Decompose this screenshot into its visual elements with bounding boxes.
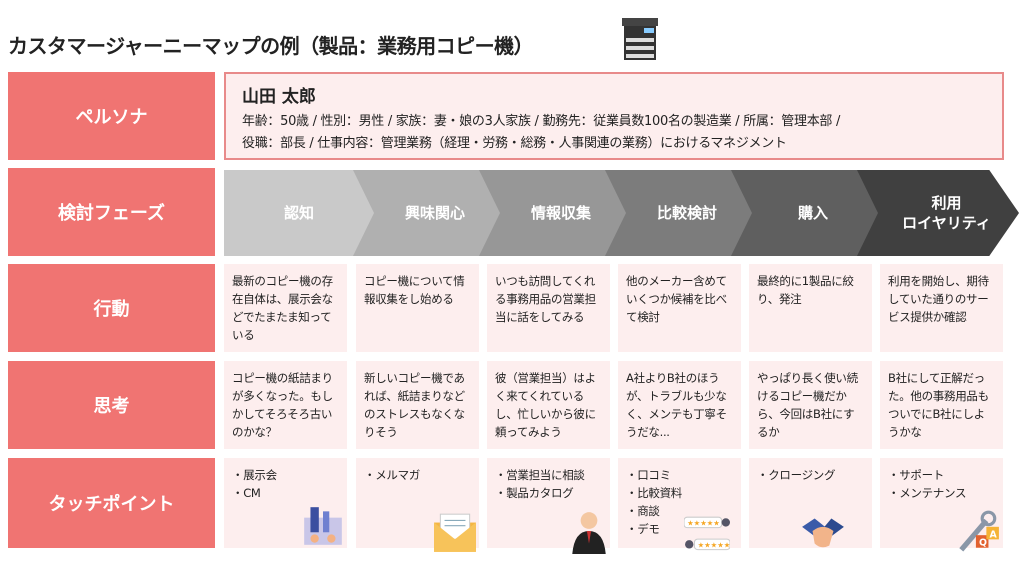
row-label-action: 行動: [8, 264, 215, 352]
action-cell: 最新のコピー機の存在自体は、展示会などでたまたま知っている: [224, 264, 347, 352]
copier-icon: [622, 18, 658, 60]
thought-cell: 新しいコピー機であれば、紙詰まりなどのストレスもなくなりそう: [356, 361, 479, 449]
thought-cell: 彼（営業担当）はよく来てくれているし、忙しいから彼に頼ってみよう: [487, 361, 610, 449]
action-cell: コピー機について情報収集をし始める: [356, 264, 479, 352]
row-label-phase: 検討フェーズ: [8, 168, 215, 256]
persona-card: 山田 太郎 年齢：50歳 / 性別：男性 / 家族：妻・娘の3人家族 / 勤務先…: [224, 72, 1004, 160]
action-cell: 他のメーカー含めていくつか候補を比べて検討: [618, 264, 741, 352]
phase-label: 認知: [283, 204, 314, 222]
thought-cell: A社よりB社のほうが、トラブルも少なく、メンテも丁寧そうだな...: [618, 361, 741, 449]
handshake-icon: [802, 518, 844, 548]
phase-label: 比較検討: [656, 204, 717, 222]
page-title: カスタマージャーニーマップの例（製品：業務用コピー機）: [8, 34, 534, 58]
phase-label: 情報収集: [530, 204, 591, 222]
action-cell: いつも訪問してくれる事務用品の営業担当に話をしてみる: [487, 264, 610, 352]
touchpoint-cell: ・口コミ ・比較資料 ・商談 ・デモ: [618, 458, 741, 548]
support-tools-icon: QA: [959, 510, 999, 552]
row-label-persona: ペルソナ: [8, 72, 215, 160]
persona-name: 山田 太郎: [242, 87, 316, 107]
action-cell: 最終的に1製品に絞り、発注: [749, 264, 872, 352]
phase-4: 比較検討: [602, 170, 752, 256]
persona-line-1: 年齢：50歳 / 性別：男性 / 家族：妻・娘の3人家族 / 勤務先：従業員数1…: [242, 114, 841, 129]
phase-2: 興味関心: [350, 170, 500, 256]
exhibition-icon: [304, 507, 342, 545]
row-label-thought: 思考: [8, 361, 215, 449]
a-badge: A: [990, 529, 998, 540]
thought-cell: B社にして正解だった。他の事務用品もついでにB社にしようかな: [880, 361, 1003, 449]
phase-label: 興味関心: [404, 204, 465, 222]
phase-label: 購入: [797, 204, 828, 222]
phase-5: 購入: [728, 170, 878, 256]
phase-label: 利用 ロイヤリティ: [902, 194, 991, 232]
svg-text:★★★★★: ★★★★★: [698, 541, 730, 550]
mail-icon: [434, 513, 476, 552]
salesperson-icon: [572, 512, 606, 554]
phase-3: 情報収集: [476, 170, 626, 256]
touchpoint-cell: ・サポート ・メンテナンス: [880, 458, 1003, 548]
persona-line-2: 役職：部長 / 仕事内容：管理業務（経理・労務・総務・人事関連の業務）におけるマ…: [242, 136, 787, 151]
phase-6: 利用 ロイヤリティ: [854, 170, 1019, 256]
action-cell: 利用を開始し、期待していた通りのサービス提供か確認: [880, 264, 1003, 352]
thought-cell: やっぱり長く使い続けるコピー機だから、今回はB社にするか: [749, 361, 872, 449]
q-badge: Q: [979, 538, 987, 549]
phase-1: 認知: [224, 170, 374, 256]
thought-cell: コピー機の紙詰まりが多くなった。もしかしてそろそろ古いのかな？: [224, 361, 347, 449]
review-icon: ★★★★★ ★★★★★: [684, 516, 730, 551]
row-label-touchpoint: タッチポイント: [8, 458, 215, 548]
svg-text:★★★★★: ★★★★★: [687, 519, 720, 528]
